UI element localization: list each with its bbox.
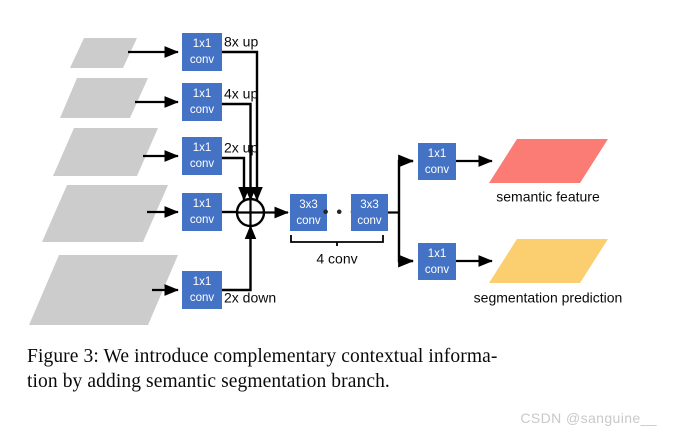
lateral-conv-4-kernel: 1x1 <box>193 198 212 210</box>
trunk-ellipsis: • • • <box>323 202 358 221</box>
label-2x-down: 2x down <box>224 290 276 306</box>
split-to-semantic-head <box>397 154 414 213</box>
lateral-conv-2[interactable]: 1x1 conv <box>182 83 222 121</box>
lateral-conv-1-kernel: 1x1 <box>193 38 212 50</box>
trunk-conv-last-kernel: 3x3 <box>360 199 379 211</box>
head-conv-segmentation-kernel: 1x1 <box>428 248 447 260</box>
label-2x-up: 2x up <box>224 140 258 156</box>
scale-labels: 8x up 4x up 2x up 2x down <box>224 34 276 306</box>
lateral-conv-1-op: conv <box>190 54 215 66</box>
feature-map-p5 <box>70 38 137 68</box>
caption-line-1: Figure 3: We introduce complementary con… <box>27 346 498 367</box>
route-2x-up <box>222 156 250 201</box>
lateral-conv-4-op: conv <box>190 214 215 226</box>
merge-routing-lines <box>222 50 263 292</box>
trunk-conv-boxes: 3x3 conv • • • 3x3 conv <box>290 194 388 231</box>
lateral-conv-4[interactable]: 1x1 conv <box>182 193 222 231</box>
trunk-conv-last[interactable]: 3x3 conv <box>351 194 388 231</box>
trunk-brace-label: 4 conv <box>316 251 357 267</box>
figure-caption: Figure 3: We introduce complementary con… <box>27 344 647 394</box>
head-split-lines <box>397 154 414 268</box>
lateral-conv-2-op: conv <box>190 104 215 116</box>
feature-map-p3 <box>53 128 158 176</box>
network-architecture-diagram: 1x1 conv 1x1 conv 1x1 conv 1x1 conv 1x1 <box>29 33 622 325</box>
lateral-conv-5-kernel: 1x1 <box>193 276 212 288</box>
lateral-conv-3-kernel: 1x1 <box>193 142 212 154</box>
input-feature-map-stack <box>29 38 178 325</box>
head-conv-segmentation-op: conv <box>425 264 450 276</box>
lateral-conv-1[interactable]: 1x1 conv <box>182 33 222 71</box>
head-conv-segmentation[interactable]: 1x1 conv <box>418 243 456 280</box>
split-to-segmentation-head <box>397 212 414 268</box>
head-conv-semantic-op: conv <box>425 164 450 176</box>
route-8x-up <box>222 50 263 201</box>
trunk-brace: 4 conv <box>290 235 384 267</box>
lateral-input-arrows <box>128 46 179 296</box>
trunk-conv-first-kernel: 3x3 <box>299 199 318 211</box>
lateral-conv-5-op: conv <box>190 292 215 304</box>
head-conv-semantic[interactable]: 1x1 conv <box>418 143 456 180</box>
route-4x-up <box>222 102 257 201</box>
lateral-conv-3-op: conv <box>190 158 215 170</box>
segmentation-prediction-output-map <box>489 239 608 283</box>
label-8x-up: 8x up <box>224 34 258 50</box>
segmentation-prediction-head: 1x1 conv segmentation prediction <box>418 239 622 306</box>
csdn-watermark: CSDN @sanguine__ <box>520 410 657 426</box>
semantic-feature-label: semantic feature <box>496 189 600 205</box>
feature-map-p4 <box>60 78 148 118</box>
feature-map-p2 <box>42 185 168 242</box>
semantic-feature-output-map <box>489 139 608 183</box>
lateral-conv-3[interactable]: 1x1 conv <box>182 137 222 175</box>
head-conv-semantic-kernel: 1x1 <box>428 148 447 160</box>
lateral-conv-5[interactable]: 1x1 conv <box>182 271 222 309</box>
caption-line-2: tion by adding semantic segmentation bra… <box>27 371 390 392</box>
semantic-feature-head: 1x1 conv semantic feature <box>418 139 608 205</box>
merge-sum-node[interactable] <box>235 197 266 228</box>
route-2x-down <box>222 225 257 292</box>
trunk-conv-first-op: conv <box>296 215 321 227</box>
lateral-conv-2-kernel: 1x1 <box>193 88 212 100</box>
trunk-conv-first[interactable]: 3x3 conv <box>290 194 327 231</box>
segmentation-prediction-label: segmentation prediction <box>474 290 623 306</box>
label-4x-up: 4x up <box>224 86 258 102</box>
lateral-conv-boxes: 1x1 conv 1x1 conv 1x1 conv 1x1 conv 1x1 <box>182 33 222 309</box>
feature-map-p1 <box>29 255 178 325</box>
trunk-conv-last-op: conv <box>357 215 382 227</box>
